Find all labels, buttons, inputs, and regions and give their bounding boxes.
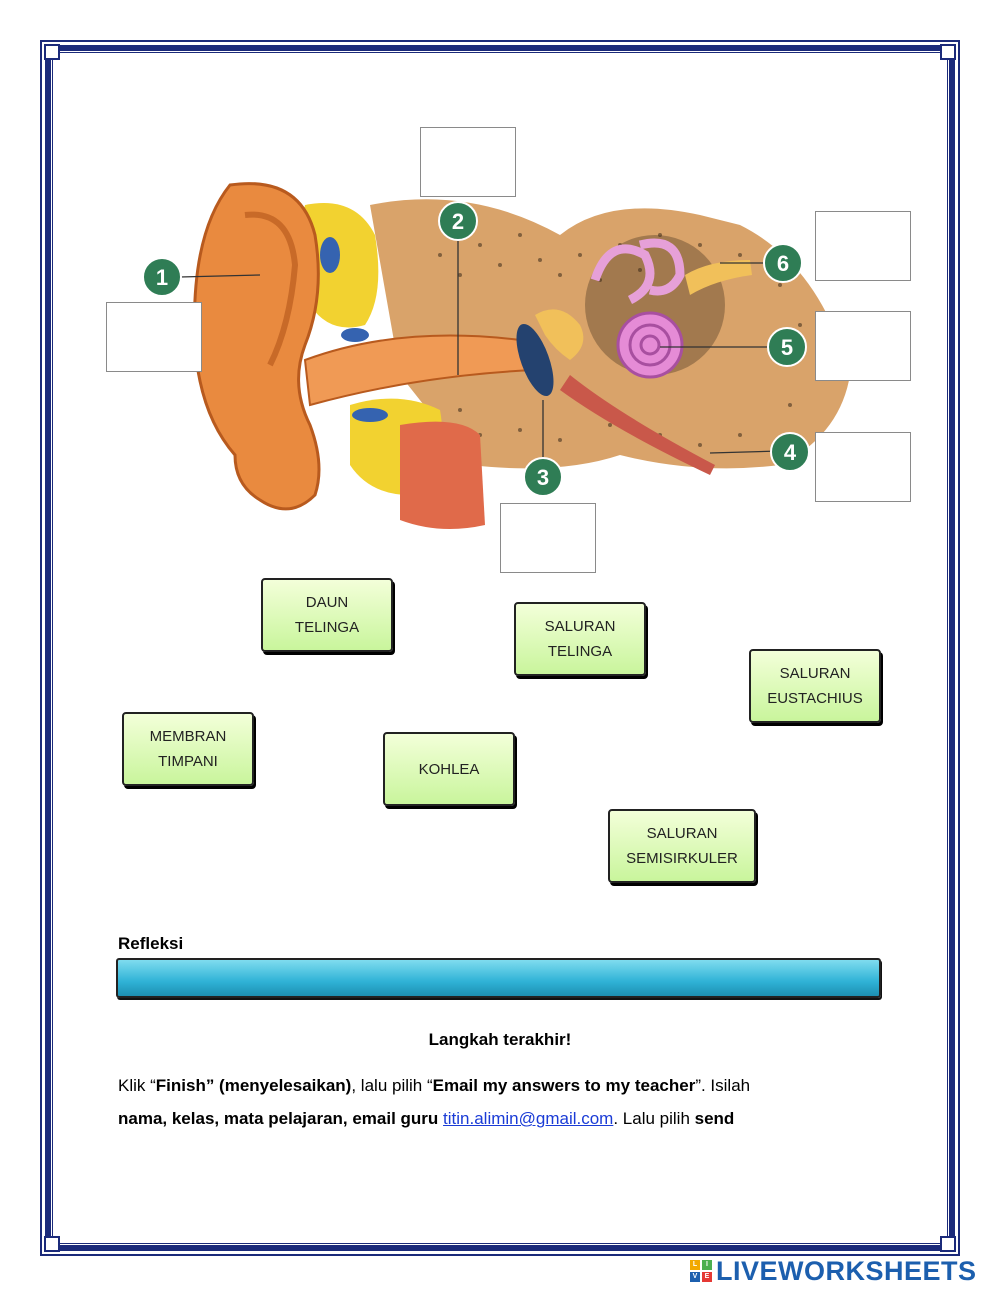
instruction-text: Klik “ bbox=[118, 1076, 156, 1095]
callout-4: 4 bbox=[770, 432, 810, 472]
word-tile-saluran-semisirkuler[interactable]: SALURAN SEMISIRKULER bbox=[608, 809, 756, 883]
instruction-line-2: nama, kelas, mata pelajaran, email guru … bbox=[118, 1109, 883, 1129]
auditory-nerve bbox=[685, 260, 752, 295]
callout-1: 1 bbox=[142, 257, 182, 297]
svg-text:4: 4 bbox=[784, 440, 797, 465]
semicircular-canals bbox=[590, 238, 685, 305]
logo-text: LIVEWORKSHEETS bbox=[716, 1255, 977, 1286]
word-tile-saluran-telinga[interactable]: SALURAN TELINGA bbox=[514, 602, 646, 676]
word-tile-label: KOHLEA bbox=[418, 760, 480, 778]
instruction-bold: Finish” (menyelesaikan) bbox=[155, 1076, 352, 1095]
jaw-tissue bbox=[400, 421, 485, 529]
corner-ornament bbox=[44, 44, 60, 60]
corner-ornament bbox=[44, 1236, 60, 1252]
answer-box-5[interactable] bbox=[815, 311, 911, 381]
word-tile-membran-timpani[interactable]: MEMBRAN TIMPANI bbox=[122, 712, 254, 786]
word-tile-label: DAUN TELINGA bbox=[294, 594, 360, 636]
callout-6: 6 bbox=[763, 243, 803, 283]
teacher-email-link[interactable]: titin.alimin@gmail.com bbox=[443, 1109, 614, 1128]
corner-ornament bbox=[940, 1236, 956, 1252]
answer-box-3[interactable] bbox=[500, 503, 596, 573]
logo-icon: L I V E bbox=[690, 1260, 712, 1282]
ossicles bbox=[535, 309, 584, 360]
logo-letter: I bbox=[702, 1260, 712, 1270]
page-border bbox=[45, 45, 955, 1251]
instruction-bold: nama, kelas, mata pelajaran, email guru bbox=[118, 1109, 444, 1128]
logo-letter: V bbox=[690, 1272, 700, 1282]
instruction-bold: send bbox=[694, 1109, 735, 1128]
callout-2: 2 bbox=[438, 201, 478, 241]
answer-box-2[interactable] bbox=[420, 127, 516, 197]
page-border-outer bbox=[40, 40, 960, 1256]
callout-3: 3 bbox=[523, 457, 563, 497]
svg-text:5: 5 bbox=[781, 335, 793, 360]
eardrum bbox=[516, 323, 554, 397]
instruction-text: , lalu pilih “ bbox=[351, 1076, 433, 1095]
word-tile-label: SALURAN SEMISIRKULER bbox=[626, 825, 738, 867]
ear-diagram: 1 2 3 4 5 6 bbox=[142, 182, 850, 529]
corner-ornament bbox=[940, 44, 956, 60]
answer-box-1[interactable] bbox=[106, 302, 202, 372]
cochlea bbox=[616, 311, 684, 379]
final-step-heading: Langkah terakhir! bbox=[428, 1030, 572, 1049]
logo-letter: E bbox=[702, 1272, 712, 1282]
word-tile-daun-telinga[interactable]: DAUN TELINGA bbox=[261, 578, 393, 652]
pinna bbox=[192, 182, 321, 511]
pinna-fold bbox=[244, 211, 299, 367]
page-border-inner bbox=[52, 52, 948, 1244]
svg-text:2: 2 bbox=[452, 209, 464, 234]
callout-5: 5 bbox=[767, 327, 807, 367]
eustachian-tube bbox=[560, 375, 715, 475]
liveworksheets-logo: L I V E LIVEWORKSHEETS bbox=[690, 1256, 977, 1286]
word-tile-label: SALURAN EUSTACHIUS bbox=[767, 665, 863, 707]
word-tile-saluran-eustachius[interactable]: SALURAN EUSTACHIUS bbox=[749, 649, 881, 723]
bone-texture bbox=[438, 233, 822, 447]
word-tile-kohlea[interactable]: KOHLEA bbox=[383, 732, 515, 806]
reflection-heading: Refleksi bbox=[118, 934, 184, 953]
instruction-bold: Email my answers to my teacher bbox=[432, 1076, 696, 1095]
reflection-bar bbox=[116, 958, 881, 998]
instruction-line-1: Klik “Finish” (menyelesaikan), lalu pili… bbox=[118, 1076, 883, 1096]
logo-letter: L bbox=[690, 1260, 700, 1270]
answer-box-6[interactable] bbox=[815, 211, 911, 281]
svg-text:6: 6 bbox=[777, 251, 789, 276]
svg-text:1: 1 bbox=[156, 265, 168, 290]
instruction-text: ”. Isilah bbox=[695, 1076, 751, 1095]
instruction-text: . Lalu pilih bbox=[613, 1109, 695, 1128]
word-tile-label: SALURAN TELINGA bbox=[544, 618, 616, 660]
word-tile-label: MEMBRAN TIMPANI bbox=[149, 728, 227, 770]
answer-box-4[interactable] bbox=[815, 432, 911, 502]
svg-text:3: 3 bbox=[537, 465, 549, 490]
